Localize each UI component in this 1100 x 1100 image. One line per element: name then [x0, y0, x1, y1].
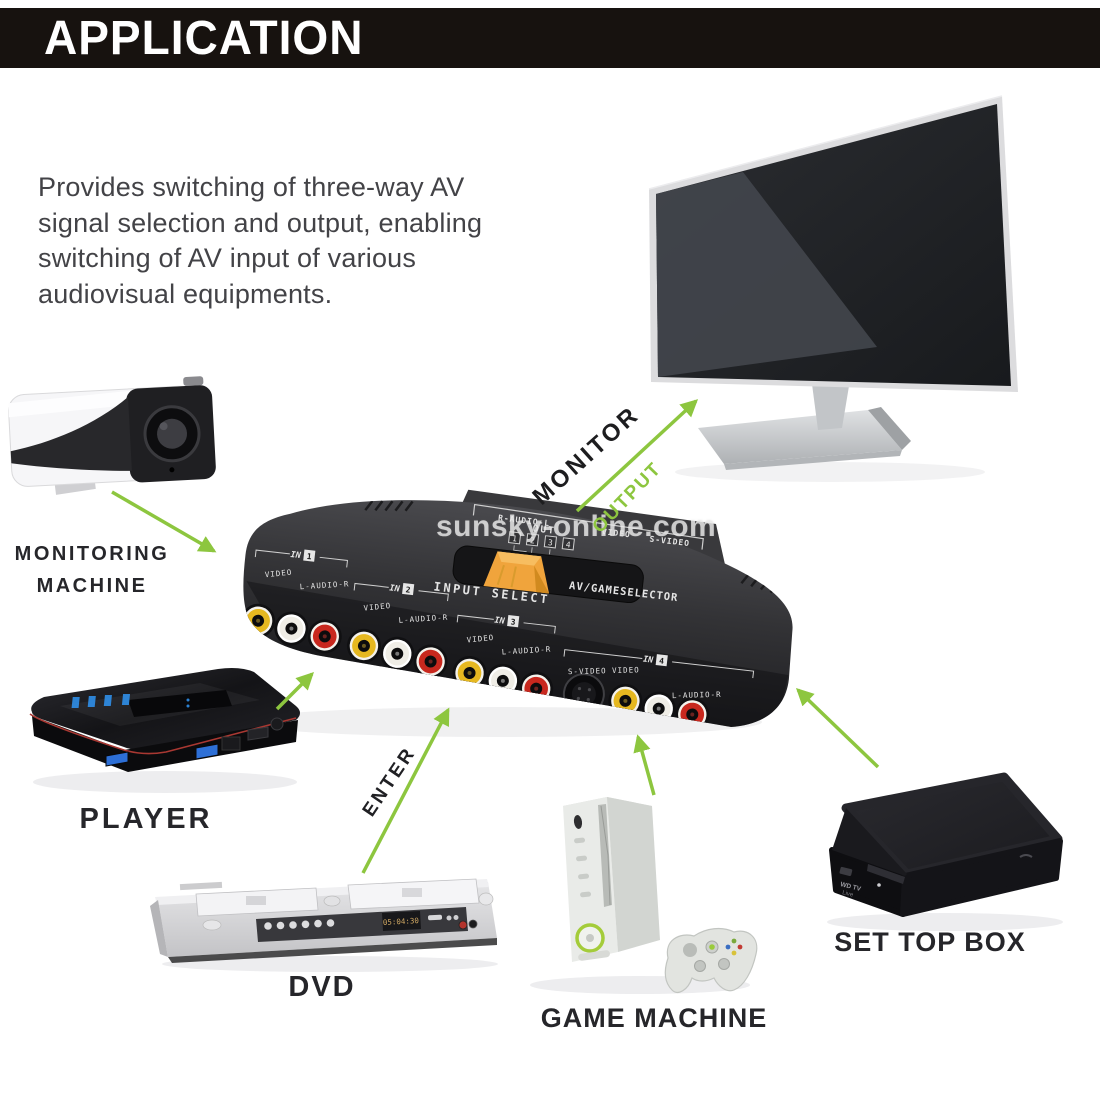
svg-text:L-AUDIO-R: L-AUDIO-R [501, 645, 551, 657]
monitor-image [648, 95, 1018, 482]
description-line: audiovisual equipments. [38, 278, 333, 309]
vents [364, 500, 780, 594]
dvd-image: 05:04:30 [150, 878, 498, 972]
svg-text:2: 2 [405, 585, 411, 595]
out-channel-boxes: 1 2 3 4 [507, 531, 575, 559]
in2-section: IN 2 VIDEO L-AUDIO-R [353, 582, 449, 625]
watermark: sunsky-online.com [436, 510, 717, 543]
svg-text:L-AUDIO-R: L-AUDIO-R [299, 579, 349, 591]
lan-port [221, 736, 241, 751]
set-top-box-image: WD TV Live [827, 772, 1063, 931]
arrow-player-to-selector [275, 672, 314, 711]
page-title: APPLICATION [44, 12, 364, 65]
selector-device-image: R-AUDIO-L VIDEO S-VIDEO OUT 1 2 3 4 [241, 489, 793, 733]
dvd-label: DVD [288, 971, 356, 1003]
description-line: switching of AV input of various [38, 243, 417, 273]
connection-arrows [111, 399, 880, 874]
svg-text:IN: IN [494, 616, 506, 627]
player-label: PLAYER [79, 803, 213, 835]
svg-text:L-AUDIO-R: L-AUDIO-R [398, 613, 448, 625]
svg-text:IN: IN [642, 655, 654, 666]
monitoring-machine-line2: MACHINE [36, 575, 148, 597]
stb-right [900, 838, 1063, 917]
header-bar: APPLICATION [0, 8, 1100, 68]
out-channel-3: 3 [547, 538, 553, 548]
player-front [32, 716, 298, 772]
out-channel-1: 1 [512, 534, 518, 544]
arrow-stb-to-selector [795, 688, 880, 769]
in3-section: IN 3 VIDEO L-AUDIO-R [456, 614, 556, 657]
svg-text:IN: IN [389, 583, 401, 594]
player-image [29, 668, 300, 793]
game-machine-image [530, 797, 758, 994]
camera-image [8, 376, 216, 495]
player-red-trim [29, 713, 297, 755]
controller-image [664, 927, 758, 993]
disc-slot [598, 804, 612, 907]
jack-group-in2 [346, 628, 448, 679]
console-side [607, 797, 660, 952]
selector-shadow [238, 707, 762, 737]
hdmi-port [247, 726, 269, 741]
arrow-dvd-to-selector [361, 707, 450, 874]
svg-text:L-AUDIO-R: L-AUDIO-R [672, 690, 722, 700]
out-video-label: VIDEO [601, 527, 631, 539]
arrow-camera-to-selector [111, 490, 217, 553]
arrow-selector-to-monitor [575, 399, 699, 513]
arrow-game-to-selector [633, 734, 656, 796]
out-channel-4: 4 [565, 540, 571, 550]
player-led-display [128, 690, 232, 717]
svg-text:4: 4 [659, 656, 665, 666]
svg-text:VIDEO: VIDEO [466, 633, 494, 645]
in1-section: IN 1 VIDEO L-AUDIO-R [254, 549, 350, 591]
monitoring-machine-label: MONITORING MACHINE [6, 538, 178, 602]
in4-section: IN 4 S-VIDEO VIDEO L-AUDIO-R [563, 649, 755, 700]
monitor-stand-base [698, 410, 902, 464]
usb-port [195, 743, 219, 760]
monitoring-machine-line1: MONITORING [14, 543, 170, 565]
monitor-stand-neck [812, 380, 850, 430]
av-port [270, 717, 284, 731]
game-machine-label: GAME MACHINE [540, 1003, 768, 1033]
out-channel-2: 2 [530, 536, 536, 546]
svg-text:VIDEO: VIDEO [264, 568, 292, 580]
svg-text:S-VIDEO VIDEO: S-VIDEO VIDEO [568, 665, 640, 676]
description-text: Provides switching of three-way AV signa… [38, 170, 638, 312]
description-line: Provides switching of three-way AV [38, 172, 465, 202]
set-top-box-label: SET TOP BOX [834, 927, 1026, 957]
rca-jacks [241, 603, 710, 732]
svg-text:VIDEO: VIDEO [363, 601, 391, 613]
dvd-display [382, 911, 421, 931]
description-line: signal selection and output, enabling [38, 207, 483, 238]
svg-text:3: 3 [510, 617, 516, 627]
stb-brand-2: Live [842, 890, 855, 899]
selector-switch[interactable] [483, 550, 553, 594]
dvd-clock: 05:04:30 [383, 916, 420, 927]
svg-text:1: 1 [306, 552, 312, 562]
out-label: OUT [532, 523, 556, 537]
selector-body [243, 500, 793, 727]
svg-text:IN: IN [290, 550, 302, 561]
usb-port [105, 751, 129, 767]
